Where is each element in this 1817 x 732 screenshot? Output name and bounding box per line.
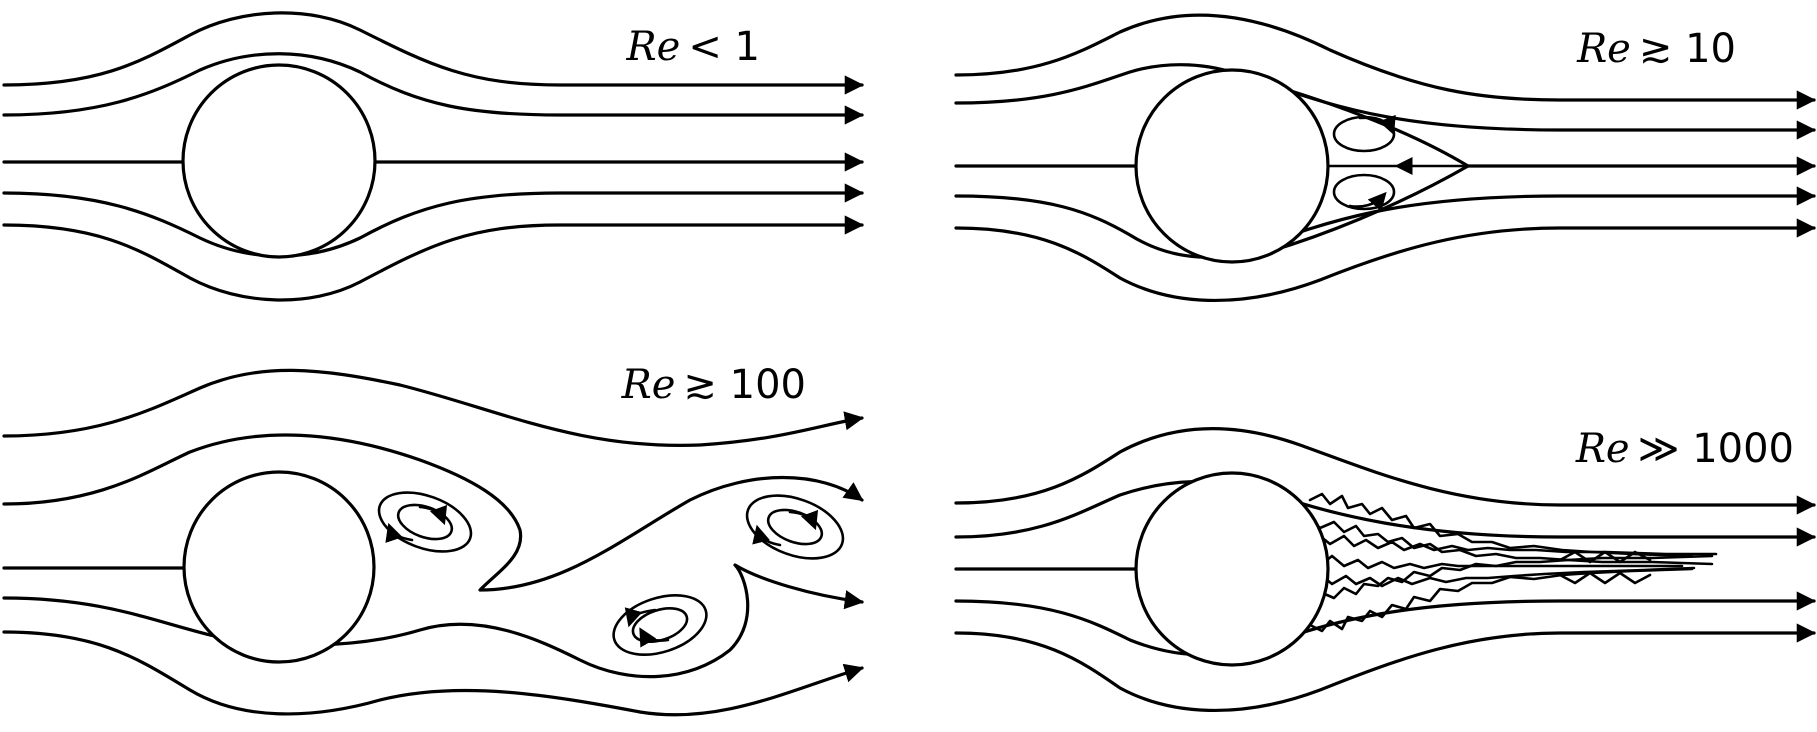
vortex-3-outer bbox=[612, 594, 708, 656]
panel-turbulent-wake: Re≫ 1000 bbox=[954, 426, 1816, 713]
reynolds-label: Re< 1 bbox=[626, 24, 760, 70]
reynolds-label: Re≳ 10 bbox=[1576, 26, 1736, 72]
streamline-5 bbox=[954, 623, 1816, 713]
reynolds-label: Re≳ 100 bbox=[621, 362, 806, 408]
streamline-1 bbox=[2, 368, 864, 448]
panel-vortex-street: Re≳ 100 bbox=[2, 362, 864, 717]
streamline-1 bbox=[954, 13, 1816, 110]
streamline-5 bbox=[954, 218, 1816, 303]
cylinder bbox=[181, 63, 377, 259]
turbulent-wake bbox=[1306, 492, 1718, 633]
eddy-lower bbox=[1332, 173, 1396, 211]
streamline-1 bbox=[954, 427, 1816, 515]
streamline-2 bbox=[954, 63, 1816, 140]
cylinder bbox=[1134, 471, 1330, 667]
panel-separated-flow: Re≳ 10 bbox=[954, 13, 1816, 303]
cylinder bbox=[182, 470, 376, 664]
streamline-2 bbox=[2, 52, 864, 125]
streamline-2 bbox=[954, 479, 1816, 547]
vortex-1-outer bbox=[377, 491, 473, 553]
streamline-4 bbox=[2, 563, 864, 679]
streamline-1 bbox=[2, 11, 864, 95]
panel-creeping-flow: Re< 1 bbox=[2, 11, 864, 302]
streamline-2 bbox=[2, 433, 864, 592]
cylinder bbox=[1134, 68, 1330, 264]
reynolds-label: Re≫ 1000 bbox=[1575, 426, 1794, 472]
streamline-5 bbox=[2, 215, 864, 302]
streamline-5 bbox=[2, 630, 864, 717]
streamline-4 bbox=[954, 591, 1816, 657]
vortex-2-outer bbox=[745, 494, 845, 560]
